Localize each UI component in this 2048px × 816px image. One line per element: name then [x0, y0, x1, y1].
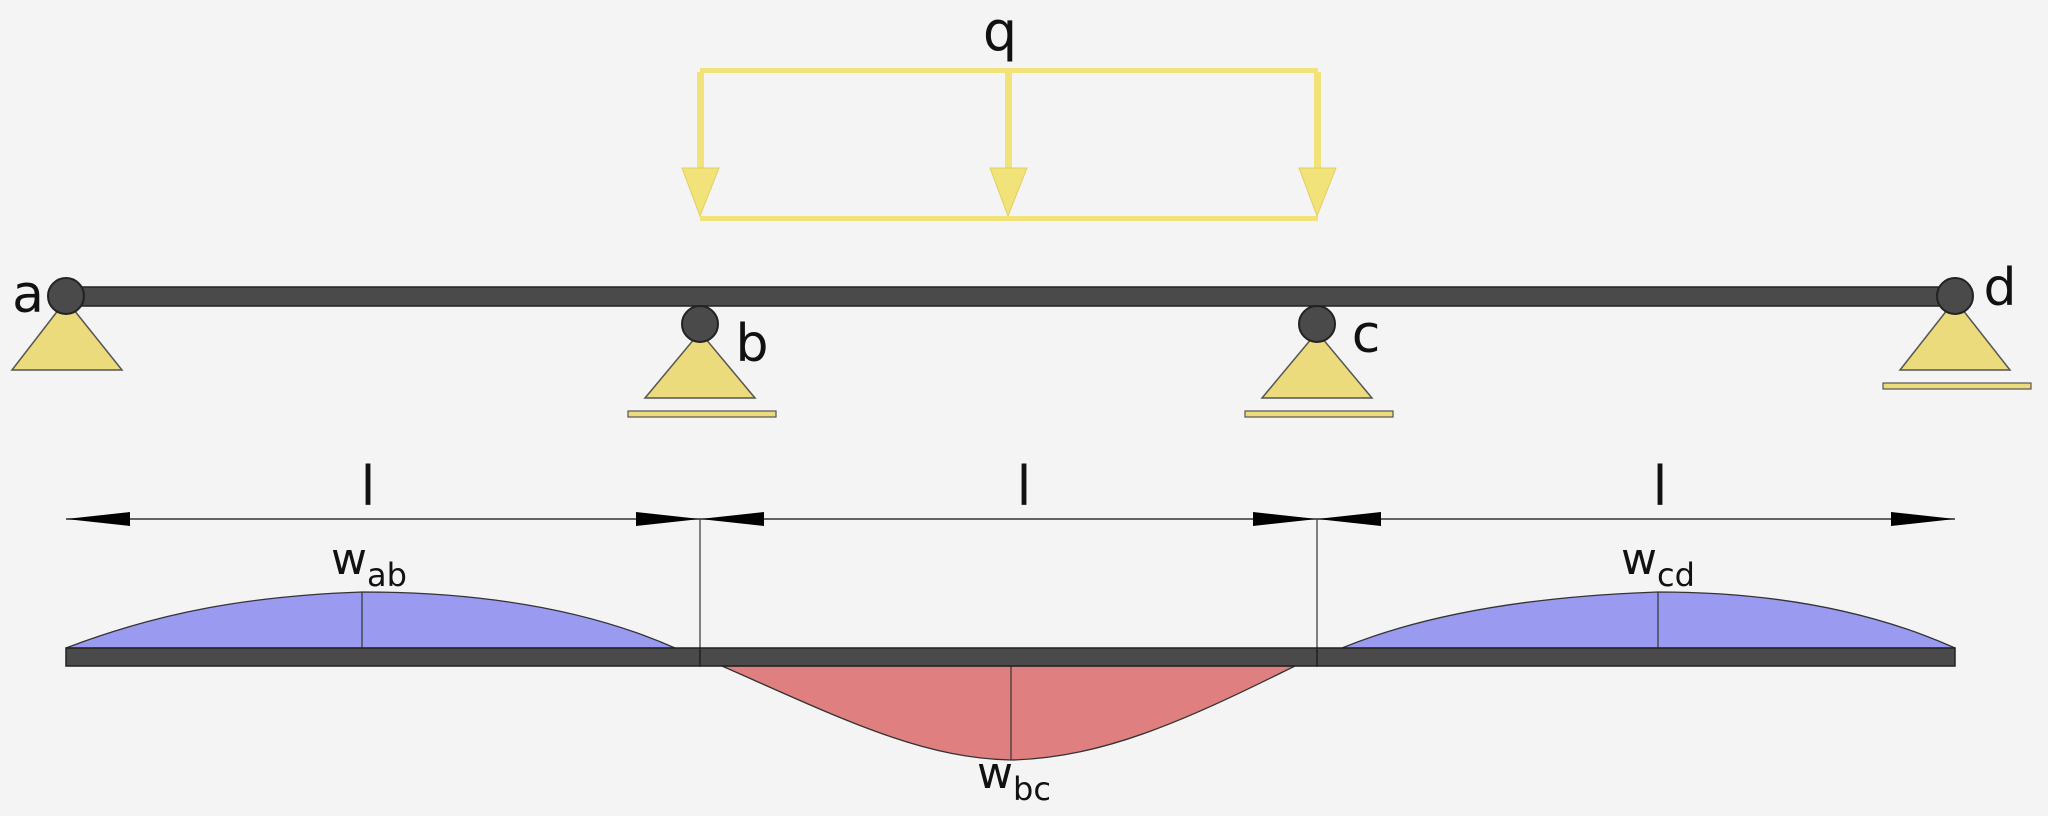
beam-segment-ab	[65, 647, 701, 667]
dimension-arrowhead	[1317, 512, 1381, 526]
support-d-triangle	[1898, 298, 2012, 371]
support-c-hinge	[1298, 305, 1336, 343]
support-a-label: a	[12, 265, 44, 325]
load-arrow	[1298, 72, 1337, 218]
deflection-ab-symbol: w	[331, 534, 367, 585]
span-cd-label: l	[1652, 455, 1667, 518]
distributed-load: q	[681, 0, 1337, 221]
support-d-roller-plate	[1882, 382, 2032, 390]
deflection-ab-area	[65, 591, 676, 649]
deflected-shape	[65, 591, 1956, 761]
deflection-ab-subscript: ab	[367, 556, 407, 594]
deflection-bc-subscript: bc	[1013, 770, 1051, 808]
deflection-ab-label: wab	[331, 534, 407, 594]
load-arrow	[989, 72, 1028, 218]
support-c-triangle	[1260, 330, 1374, 399]
support-a-triangle	[10, 298, 124, 371]
support-b-hinge	[681, 305, 719, 343]
svg-text:wbc: wbc	[977, 748, 1051, 808]
load-bottom-bar	[700, 216, 1318, 221]
support-b-label: b	[735, 314, 768, 374]
support-c-label: c	[1352, 305, 1381, 365]
support-c: c	[1244, 305, 1394, 418]
deflection-bc-label: wbc	[977, 748, 1051, 808]
deflection-cd-label: wcd	[1621, 534, 1695, 594]
support-b: b	[627, 305, 777, 418]
support-a: a	[10, 265, 124, 371]
beam-segment-bc	[699, 647, 1318, 667]
support-b-triangle	[643, 330, 757, 399]
dimension-arrowhead	[1891, 512, 1955, 526]
support-b-roller-plate	[627, 410, 777, 418]
dimension-arrowhead	[66, 512, 130, 526]
beam	[65, 286, 1957, 307]
svg-text:wcd: wcd	[1621, 534, 1695, 594]
support-d-label: d	[1983, 258, 2016, 318]
deflection-bc-area	[721, 665, 1296, 761]
load-arrow	[681, 72, 720, 218]
deflection-cd-area	[1341, 591, 1956, 649]
svg-text:wab: wab	[331, 534, 407, 594]
support-d: d	[1882, 258, 2032, 390]
deflection-cd-subscript: cd	[1657, 556, 1695, 594]
support-d-hinge	[1936, 277, 1974, 315]
dimension-arrowhead	[700, 512, 764, 526]
deflection-cd-symbol: w	[1621, 534, 1657, 585]
dimension-arrowhead	[636, 512, 700, 526]
support-a-hinge	[47, 277, 85, 315]
span-dimensions: l l l	[66, 455, 1955, 655]
load-top-bar	[700, 68, 1318, 73]
dimension-arrowhead	[1253, 512, 1317, 526]
deflection-bc-symbol: w	[977, 748, 1013, 799]
beam-segment-cd	[1316, 647, 1956, 667]
load-label: q	[983, 0, 1017, 63]
span-ab-label: l	[360, 455, 375, 518]
span-bc-label: l	[1016, 455, 1031, 518]
support-c-roller-plate	[1244, 410, 1394, 418]
